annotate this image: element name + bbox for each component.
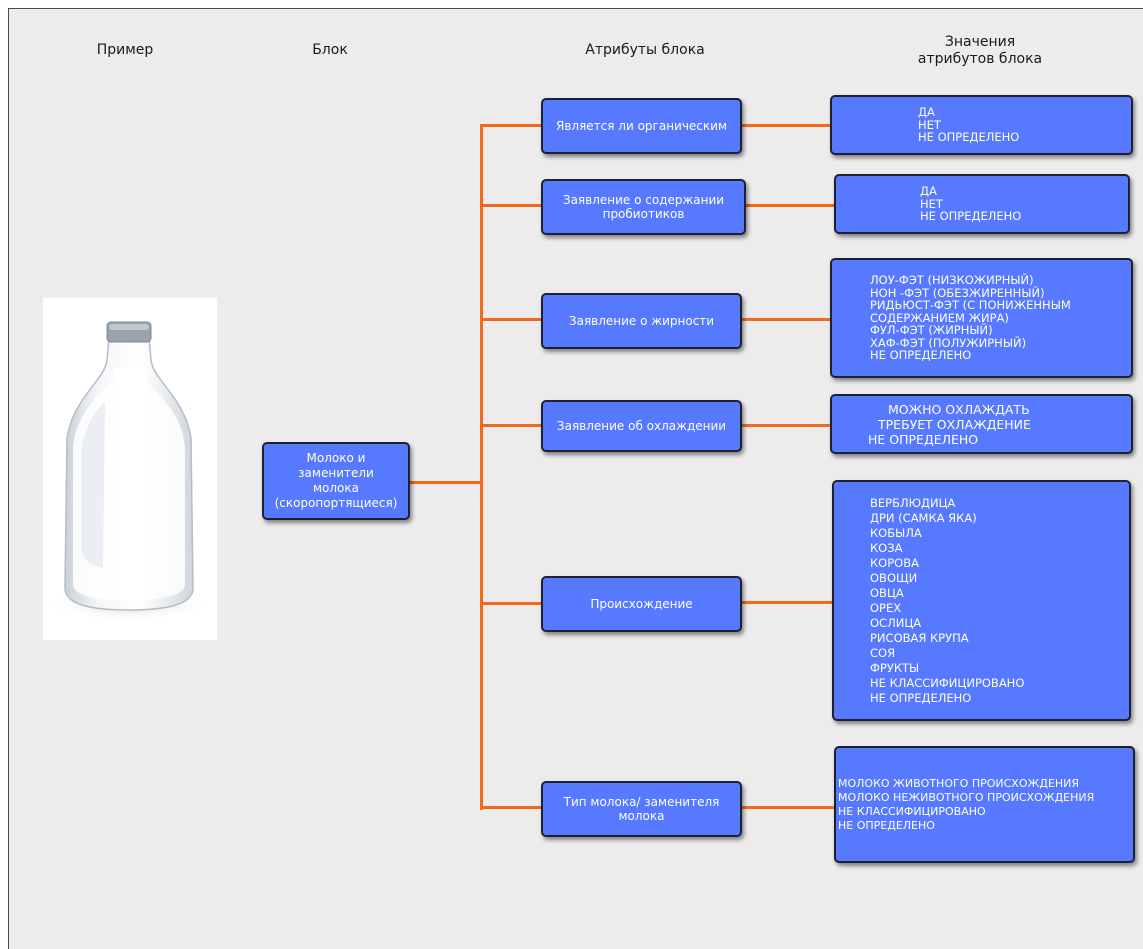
block-label-line2: заменители — [298, 466, 374, 480]
attribute-node-probiotics[interactable]: Заявление о содержании пробиотиков — [541, 179, 746, 235]
attribute-label: Заявление об охлаждении — [556, 419, 727, 433]
attribute-label: Тип молока/ заменителя молока — [563, 795, 720, 823]
connector-block-trunk — [410, 481, 480, 484]
value-item: НОН -ФЭТ (ОБЕЗЖИРЕННЫЙ) — [870, 285, 1045, 300]
value-item: НЕ ОПРЕДЕЛЕНО — [920, 209, 1022, 224]
attribute-node-origin[interactable]: Происхождение — [541, 576, 742, 632]
value-item: ОСЛИЦА — [870, 615, 922, 630]
value-item: СОЯ — [870, 645, 896, 660]
attribute-label: Происхождение — [590, 597, 693, 611]
header-attributes: Атрибуты блока — [585, 42, 705, 58]
value-item: СОДЕРЖАНИЕМ ЖИРА) — [870, 310, 1009, 325]
block-label-line4: (скоропортящиеся) — [274, 496, 398, 510]
value-item: РИСОВАЯ КРУПА — [870, 630, 969, 645]
attribute-label: Заявление о жирности — [568, 314, 715, 328]
value-item: КОРОВА — [870, 555, 919, 570]
attribute-node-organic[interactable]: Является ли органическим — [541, 98, 742, 154]
connector-to-attr-1 — [480, 124, 542, 127]
value-item: НЕ КЛАССИФИЦИРОВАНО — [838, 804, 986, 818]
value-item: ЛОУ-ФЭТ (НИЗКОЖИРНЫЙ) — [870, 272, 1034, 287]
block-label-line3: молока — [312, 481, 359, 495]
value-item: ТРЕБУЕТ ОХЛАЖДЕНИЕ — [878, 416, 1031, 432]
value-item: НЕТ — [918, 117, 941, 132]
value-item: МОЖНО ОХЛАЖДАТЬ — [888, 401, 1030, 417]
connector-to-attr-5 — [480, 602, 542, 605]
value-item: МОЛОКО НЕЖИВОТНОГО ПРОИСХОЖДЕНИЯ — [838, 790, 1095, 804]
attribute-node-milk-type[interactable]: Тип молока/ заменителя молока — [541, 781, 742, 837]
header-example: Пример — [96, 42, 154, 58]
value-item: КОБЫЛА — [870, 525, 922, 540]
header-block: Блок — [312, 42, 348, 58]
value-item: НЕ ОПРЕДЕЛЕНО — [870, 690, 972, 705]
header-values-line1: Значения — [944, 34, 1016, 50]
attribute-node-cooling[interactable]: Заявление об охлаждении — [541, 400, 742, 452]
value-item: РИДЬЮСТ-ФЭТ (С ПОНИЖЕННЫМ — [870, 298, 1071, 313]
value-item: ФРУКТЫ — [870, 660, 920, 675]
attribute-label: Заявление о содержании пробиотиков — [562, 193, 725, 221]
values-box-fat: ЛОУ-ФЭТ (НИЗКОЖИРНЫЙ) НОН -ФЭТ (ОБЕЗЖИРЕ… — [830, 258, 1133, 378]
value-item: ДА — [918, 105, 935, 120]
value-item: НЕ КЛАССИФИЦИРОВАНО — [870, 675, 1025, 690]
values-box-probiotics: ДА НЕТ НЕ ОПРЕДЕЛЕНО — [834, 174, 1130, 234]
header-values-line2: атрибутов блока — [917, 51, 1043, 67]
value-item: ФУЛ-ФЭТ (ЖИРНЫЙ) — [870, 323, 993, 338]
value-item: ХАФ-ФЭТ (ПОЛУЖИРНЫЙ) — [870, 335, 1027, 350]
block-node-milk[interactable]: Молоко и заменители молока (скоропортящи… — [262, 442, 410, 520]
milk-bottle-icon — [43, 321, 215, 622]
value-item: НЕ ОПРЕДЕЛЕНО — [918, 130, 1020, 145]
connector-to-attr-3 — [480, 318, 542, 321]
connector-to-attr-4 — [480, 424, 542, 427]
connector-attr-6-values — [742, 806, 836, 809]
connector-to-attr-2 — [480, 204, 542, 207]
attribute-node-fat[interactable]: Заявление о жирности — [541, 293, 742, 349]
values-box-origin: ВЕРБЛЮДИЦА ДРИ (САМКА ЯКА) КОБЫЛА КОЗА К… — [832, 480, 1131, 721]
values-box-organic: ДА НЕТ НЕ ОПРЕДЕЛЕНО — [830, 95, 1133, 155]
connector-attr-3-values — [742, 318, 832, 321]
connector-to-attr-6 — [480, 806, 542, 809]
connector-attr-5-values — [742, 601, 834, 604]
value-item: ОВЦА — [870, 585, 904, 600]
connector-attr-1-values — [742, 124, 830, 127]
attribute-label: Является ли органическим — [555, 119, 728, 133]
value-item: ДРИ (САМКА ЯКА) — [870, 510, 977, 525]
value-item: НЕ ОПРЕДЕЛЕНО — [838, 818, 935, 832]
value-item: НЕ ОПРЕДЕЛЕНО — [870, 348, 972, 363]
value-item: МОЛОКО ЖИВОТНОГО ПРОИСХОЖДЕНИЯ — [838, 776, 1080, 790]
connector-attr-2-values — [746, 204, 834, 207]
value-item: ДА — [920, 184, 937, 199]
value-item: НЕ ОПРЕДЕЛЕНО — [868, 431, 979, 447]
value-item: ОВОЩИ — [870, 570, 918, 585]
connector-attr-4-values — [742, 424, 832, 427]
values-box-milk-type: МОЛОКО ЖИВОТНОГО ПРОИСХОЖДЕНИЯ МОЛОКО НЕ… — [834, 746, 1135, 863]
connector-vertical-bus — [480, 124, 483, 810]
header-values: Значения атрибутов блока — [880, 34, 1080, 68]
block-label-line1: Молоко и — [306, 451, 366, 465]
value-item: НЕТ — [920, 196, 943, 211]
value-item: ОРЕХ — [870, 600, 902, 615]
value-item: КОЗА — [870, 540, 903, 555]
values-box-cooling: МОЖНО ОХЛАЖДАТЬ ТРЕБУЕТ ОХЛАЖДЕНИЕ НЕ ОП… — [830, 394, 1133, 454]
value-item: ВЕРБЛЮДИЦА — [870, 495, 956, 510]
